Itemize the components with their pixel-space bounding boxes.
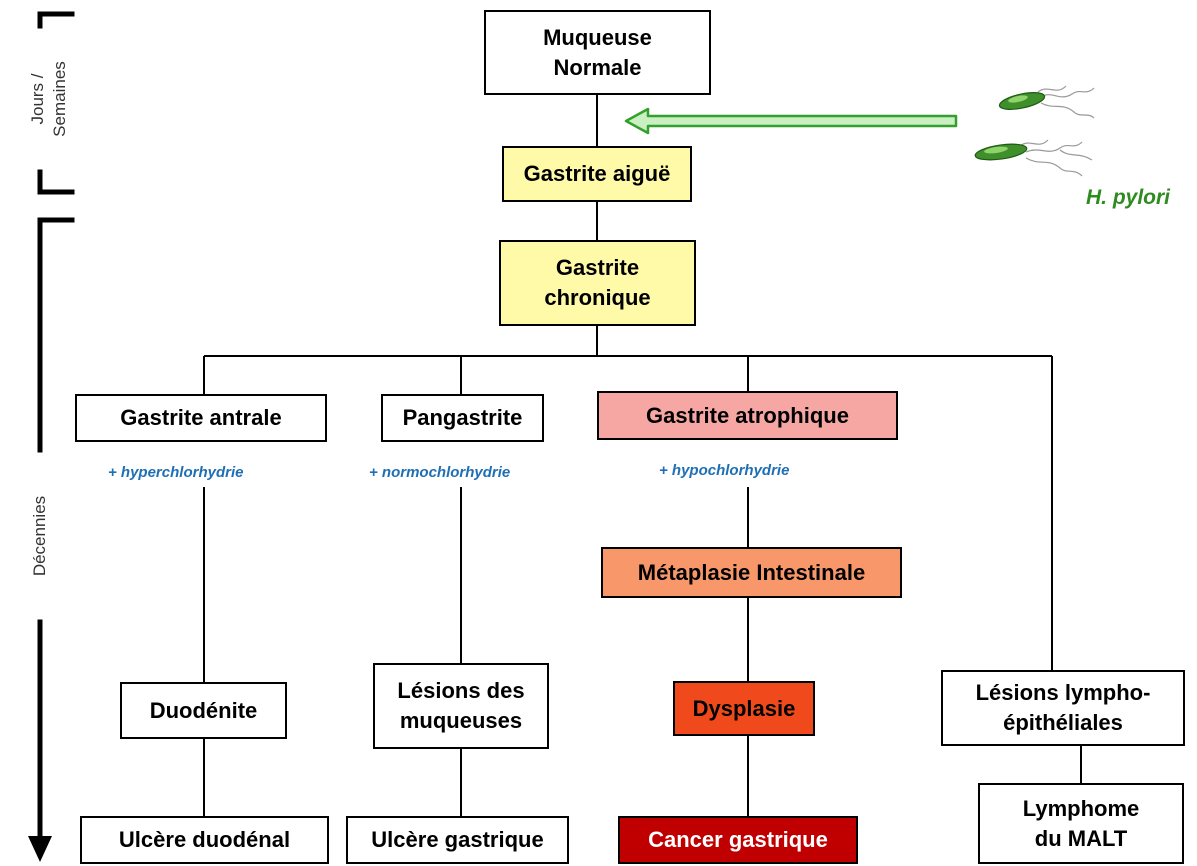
node-lymphoepithelial-line2: épithéliales xyxy=(1003,710,1123,735)
node-malt-lymphoma: Lymphome du MALT xyxy=(978,783,1184,864)
node-malt-line2: du MALT xyxy=(1034,825,1128,851)
node-dysplasia: Dysplasie xyxy=(673,681,815,736)
node-normal-mucosa: Muqueuse Normale xyxy=(484,10,711,95)
node-normal-mucosa-line1: Muqueuse xyxy=(543,24,652,50)
node-intestinal-metaplasia: Métaplasie Intestinale xyxy=(601,547,902,598)
timeline-arrowhead-icon xyxy=(28,836,52,862)
timeline-label-decades: Décennies xyxy=(30,495,49,577)
timeline-label-days: Jours / xyxy=(28,73,47,125)
timeline-label-days-weeks: Jours / Semaines xyxy=(27,34,73,164)
node-chronic-gastritis: Gastrite chronique xyxy=(499,240,696,326)
note-hypochlorhydria: + hypochlorhydrie xyxy=(659,462,790,479)
node-mucosal-lesions-line2: muqueuses xyxy=(399,708,523,733)
node-lymphoepithelial-line1: Lésions lympho- xyxy=(975,680,1151,705)
node-gastric-cancer: Cancer gastrique xyxy=(618,816,858,864)
node-mucosal-lesions: Lésions des muqueuses xyxy=(373,663,549,749)
node-mucosal-lesions-line1: Lésions des xyxy=(397,678,525,703)
node-gastric-ulcer: Ulcère gastrique xyxy=(346,816,569,864)
node-lymphoepithelial-lesions: Lésions lympho- épithéliales xyxy=(941,670,1185,746)
node-pangastritis: Pangastrite xyxy=(381,394,544,442)
hpylori-arrow-icon xyxy=(624,107,958,135)
bacteria-icon xyxy=(974,85,1095,177)
note-hyperchlorhydria: + hyperchlorhydrie xyxy=(108,464,244,481)
timeline-bracket-short-top xyxy=(37,11,75,29)
node-duodenal-ulcer: Ulcère duodénal xyxy=(80,816,329,864)
node-duodenitis: Duodénite xyxy=(120,682,287,739)
timeline-bracket-long-top xyxy=(37,217,75,235)
node-atrophic-gastritis: Gastrite atrophique xyxy=(597,391,898,440)
node-chronic-gastritis-line1: Gastrite xyxy=(555,255,640,280)
hpylori-label: H. pylori xyxy=(1086,186,1171,209)
node-acute-gastritis: Gastrite aiguë xyxy=(502,146,692,202)
node-antral-gastritis: Gastrite antrale xyxy=(75,394,327,442)
node-malt-line1: Lymphome xyxy=(1022,795,1140,821)
node-normal-mucosa-line2: Normale xyxy=(553,54,642,80)
node-chronic-gastritis-line2: chronique xyxy=(544,285,651,310)
timeline-label-weeks: Semaines xyxy=(50,61,69,137)
note-normochlorhydria: + normochlorhydrie xyxy=(369,464,511,481)
timeline-bracket-short-bottom xyxy=(37,169,75,195)
